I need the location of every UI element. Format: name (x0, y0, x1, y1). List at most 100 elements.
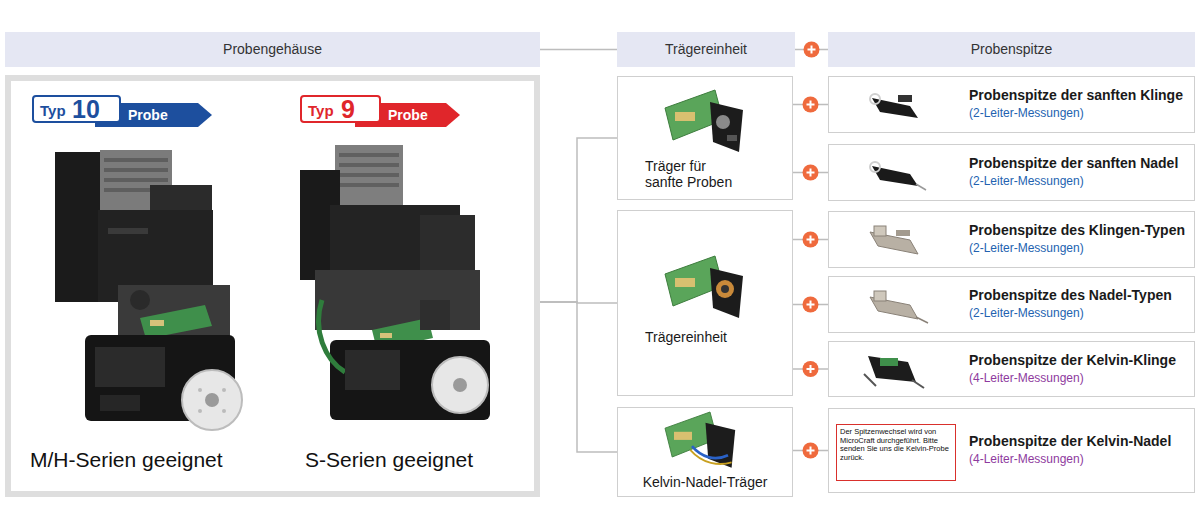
probe-type9-illustration (300, 145, 490, 420)
plus-symbol (803, 443, 819, 459)
text-holder: Probenspitze (828, 41, 1195, 57)
plus-symbol (803, 297, 819, 313)
tip-title: Probenspitze der Kelvin-Nadel (969, 433, 1195, 449)
text-holder: Probenspitze der sanften Klinge (969, 87, 1195, 103)
text-holder: Trägereinheit (645, 329, 785, 345)
text-holder: 10 (72, 95, 100, 124)
header-label: Probengehäuse (5, 41, 540, 57)
tip-subtitle: (4-Leiter-Messungen) (969, 372, 1195, 386)
tip-illustration (870, 226, 918, 254)
carrier-label: Träger für sanfte Proben (645, 158, 745, 190)
carrier-box: Trägereinheit (617, 210, 793, 396)
plus-circle (803, 443, 819, 459)
text-holder: (4-Leiter-Messungen) (969, 453, 1195, 467)
note-text: Der Spitzenwechsel wird von MicroCraft d… (840, 428, 953, 463)
note-box: Der Spitzenwechsel wird von MicroCraft d… (836, 424, 956, 481)
badge-probe: Probe (388, 107, 428, 123)
text-holder: Probenspitze des Nadel-Typen (969, 287, 1195, 303)
plus-bar (810, 365, 812, 373)
plus-symbol (803, 165, 819, 181)
badge-type: Typ (40, 102, 66, 119)
type-badge: Typ 10 Probe (32, 95, 212, 128)
text-holder: Probe (388, 107, 428, 123)
tip-title: Probenspitze des Nadel-Typen (969, 287, 1195, 303)
carrier-label: Kelvin-Nadel-Träger (617, 474, 793, 490)
carrier-illustration (665, 256, 743, 318)
header-band: Trägereinheit (617, 32, 795, 67)
text-holder: Kelvin-Nadel-Träger (617, 474, 793, 490)
text-holder: Probenspitze der sanften Nadel (969, 155, 1195, 171)
tip-box: Probenspitze der sanften Nadel (2-Leiter-… (828, 144, 1195, 201)
tip-box: Probenspitze des Nadel-Typen (2-Leiter-Me… (828, 276, 1195, 333)
plus-circle (803, 297, 819, 313)
text-holder: M/H-Serien geeignet (30, 448, 223, 472)
text-holder: (2-Leiter-Messungen) (969, 175, 1195, 189)
text-holder: Probenspitze des Klingen-Typen (969, 222, 1195, 238)
series-caption: S-Serien geeignet (305, 448, 473, 472)
plus-bar (810, 447, 812, 455)
carrier-illustration (665, 90, 743, 152)
badge-frame (301, 96, 380, 122)
text-holder: Typ (308, 102, 334, 119)
text-holder: Trägereinheit (617, 41, 795, 57)
tip-illustration (870, 291, 928, 323)
carrier-label: Trägereinheit (645, 329, 785, 345)
text-holder: S-Serien geeignet (305, 448, 473, 472)
plus-symbol (803, 232, 819, 248)
tip-box: Probenspitze der sanften Klinge (2-Leiter… (828, 76, 1195, 133)
text-holder: (2-Leiter-Messungen) (969, 107, 1195, 121)
probe-housing-panel: M/H-Serien geeignet S-Serien geeignet Typ 1… (5, 75, 540, 497)
plus-bar (811, 46, 813, 54)
badge-number: 10 (72, 95, 100, 124)
plus-circle (803, 361, 819, 377)
text-holder: (2-Leiter-Messungen) (969, 307, 1195, 321)
badge-probe: Probe (128, 107, 168, 123)
text-holder: Probengehäuse (5, 41, 540, 57)
plus-bar (810, 236, 812, 244)
tip-subtitle: (2-Leiter-Messungen) (969, 307, 1195, 321)
type-badge: Typ 9 Probe (300, 95, 460, 128)
plus-circle (803, 232, 819, 248)
badge-number: 9 (341, 95, 355, 124)
tip-title: Probenspitze der Kelvin-Klinge (969, 352, 1195, 368)
text-holder: Typ (40, 102, 66, 119)
tip-subtitle: (2-Leiter-Messungen) (969, 175, 1195, 189)
text-holder: Probe (128, 107, 168, 123)
tip-illustration (864, 356, 924, 388)
plus-bar (810, 301, 812, 309)
plus-circle (803, 165, 819, 181)
text-holder: Probenspitze der Kelvin-Nadel (969, 433, 1195, 449)
carrier-illustration (665, 412, 735, 468)
tip-illustration (870, 162, 926, 190)
plus-symbol (804, 42, 820, 58)
carrier-box: Kelvin-Nadel-Träger (617, 407, 793, 497)
header-label: Probenspitze (828, 41, 1195, 57)
plus-symbol (803, 361, 819, 377)
text-holder: 9 (341, 95, 355, 124)
probe-type10-illustration (55, 150, 242, 430)
connector-line (540, 49, 617, 51)
connector-line (540, 302, 617, 452)
tip-box: Probenspitze des Klingen-Typen (2-Leiter-… (828, 211, 1195, 268)
tip-box: Probenspitze der Kelvin-Nadel (4-Leiter-M… (828, 408, 1195, 493)
tip-subtitle: (4-Leiter-Messungen) (969, 453, 1195, 467)
header-band: Probenspitze (828, 32, 1195, 67)
text-holder: Träger für sanfte Proben (645, 158, 745, 190)
badge-type: Typ (308, 102, 334, 119)
tip-title: Probenspitze des Klingen-Typen (969, 222, 1195, 238)
series-caption: M/H-Serien geeignet (30, 448, 223, 472)
connector-line (540, 138, 617, 302)
tip-illustration (870, 94, 918, 118)
carrier-box: Träger für sanfte Proben (617, 76, 793, 200)
plus-bar (810, 169, 812, 177)
text-holder: (2-Leiter-Messungen) (969, 242, 1195, 256)
plus-circle (803, 97, 819, 113)
header-band: Probengehäuse (5, 32, 540, 67)
plus-bar (810, 101, 812, 109)
tip-title: Probenspitze der sanften Klinge (969, 87, 1195, 103)
plus-symbol (803, 97, 819, 113)
plus-circle (804, 42, 820, 58)
tip-subtitle: (2-Leiter-Messungen) (969, 242, 1195, 256)
header-label: Trägereinheit (617, 41, 795, 57)
